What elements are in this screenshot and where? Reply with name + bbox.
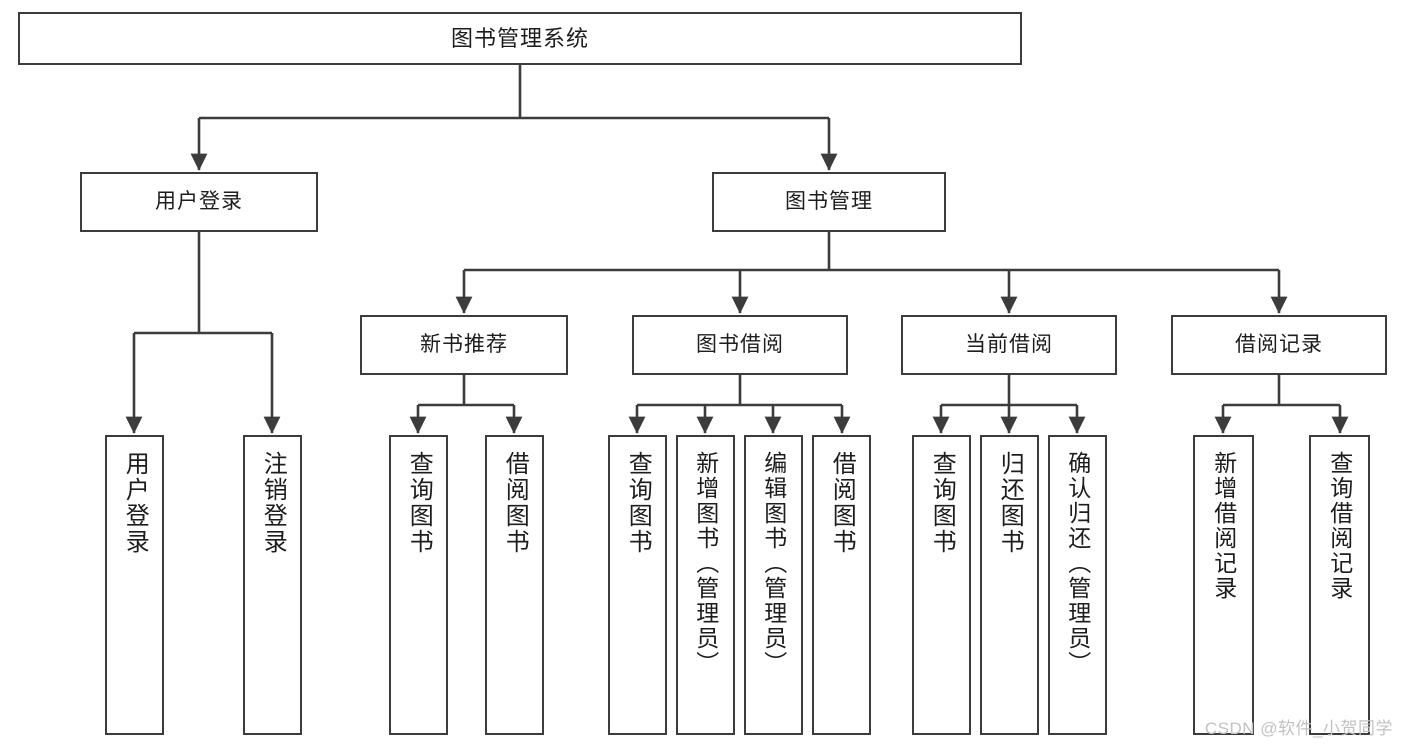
leaf-record-query-borrow-record[interactable]: 查询借阅记录 [1309, 435, 1370, 735]
node-label: 当前借阅 [965, 332, 1053, 356]
node-current-borrow[interactable]: 当前借阅 [901, 315, 1117, 375]
node-label: 用户登录 [121, 451, 149, 555]
node-label: 查询图书 [928, 451, 956, 555]
node-root-library-system[interactable]: 图书管理系统 [18, 12, 1022, 65]
node-label: 新书推荐 [420, 332, 508, 356]
leaf-borrow-borrow-book[interactable]: 借阅图书 [812, 435, 871, 735]
node-label: 确认归还（管理员） [1064, 451, 1091, 676]
node-label: 查询图书 [405, 451, 433, 555]
node-label: 图书管理 [785, 189, 873, 213]
node-label: 借阅图书 [828, 451, 856, 555]
leaf-recommend-borrow-book[interactable]: 借阅图书 [485, 435, 544, 735]
node-label: 借阅记录 [1235, 332, 1323, 356]
node-label: 新增借阅记录 [1210, 451, 1237, 601]
leaf-recommend-query-book[interactable]: 查询图书 [389, 435, 448, 735]
node-label: 归还图书 [996, 451, 1024, 555]
leaf-borrow-edit-book-admin[interactable]: 编辑图书（管理员） [744, 435, 803, 735]
leaf-record-add-borrow-record[interactable]: 新增借阅记录 [1193, 435, 1254, 735]
node-label: 借阅图书 [501, 451, 529, 555]
node-user-login[interactable]: 用户登录 [80, 172, 318, 232]
leaf-current-query-book[interactable]: 查询图书 [912, 435, 971, 735]
node-new-book-recommend[interactable]: 新书推荐 [360, 315, 568, 375]
leaf-borrow-query-book[interactable]: 查询图书 [608, 435, 667, 735]
node-label: 新增图书（管理员） [692, 451, 719, 676]
leaf-user-login-signin[interactable]: 用户登录 [105, 435, 164, 735]
leaf-user-login-signout[interactable]: 注销登录 [243, 435, 302, 735]
node-label: 编辑图书（管理员） [760, 451, 787, 676]
node-borrow-record[interactable]: 借阅记录 [1171, 315, 1387, 375]
leaf-current-return-book[interactable]: 归还图书 [980, 435, 1039, 735]
node-label: 查询图书 [624, 451, 652, 555]
node-book-borrow[interactable]: 图书借阅 [632, 315, 848, 375]
node-label: 用户登录 [155, 189, 243, 213]
node-label: 查询借阅记录 [1326, 451, 1353, 601]
leaf-current-confirm-return-admin[interactable]: 确认归还（管理员） [1048, 435, 1107, 735]
node-label: 图书借阅 [696, 332, 784, 356]
node-book-management[interactable]: 图书管理 [712, 172, 946, 232]
node-label: 注销登录 [259, 451, 287, 555]
csdn-watermark: CSDN @软件_小贺同学 [1204, 719, 1393, 738]
node-label: 图书管理系统 [450, 25, 589, 51]
leaf-borrow-add-book-admin[interactable]: 新增图书（管理员） [676, 435, 735, 735]
